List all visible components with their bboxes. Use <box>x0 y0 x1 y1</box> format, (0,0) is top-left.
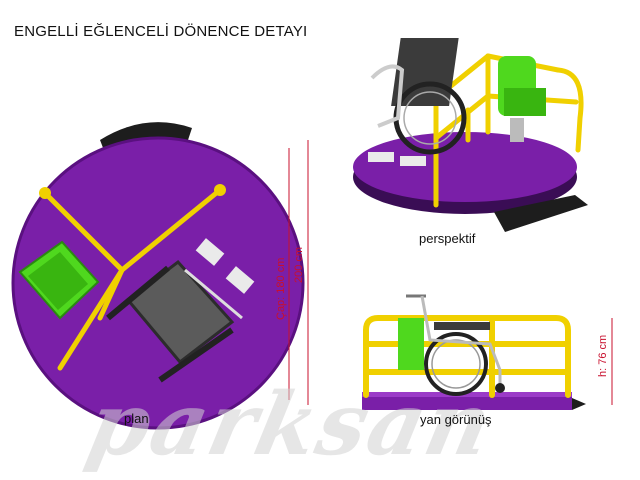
side-view <box>362 294 586 410</box>
persp-ramp <box>494 195 588 232</box>
persp-seat <box>498 56 546 142</box>
diameter-label: Çap: 180 cm <box>275 257 287 320</box>
plan-handrails <box>42 187 223 371</box>
perspective-view <box>353 38 588 232</box>
plan-caption: plan <box>124 411 149 426</box>
plan-seat <box>18 240 100 320</box>
page-title: ENGELLİ EĞLENCELİ DÖNENCE DETAYI <box>14 23 308 40</box>
side-platform <box>362 396 572 410</box>
height-label: h: 76 cm <box>597 334 609 377</box>
side-view-caption: yan görünüş <box>420 412 492 427</box>
dimension-lines <box>288 140 613 405</box>
side-seat <box>398 318 424 370</box>
persp-platform <box>353 132 577 202</box>
plan-wheelchair <box>106 238 255 383</box>
perspective-caption: perspektif <box>419 231 476 246</box>
plan-view <box>11 122 305 430</box>
side-wheelchair <box>406 294 505 396</box>
persp-wheelchair <box>368 38 467 166</box>
total-width-label: 200 cm <box>293 246 305 283</box>
